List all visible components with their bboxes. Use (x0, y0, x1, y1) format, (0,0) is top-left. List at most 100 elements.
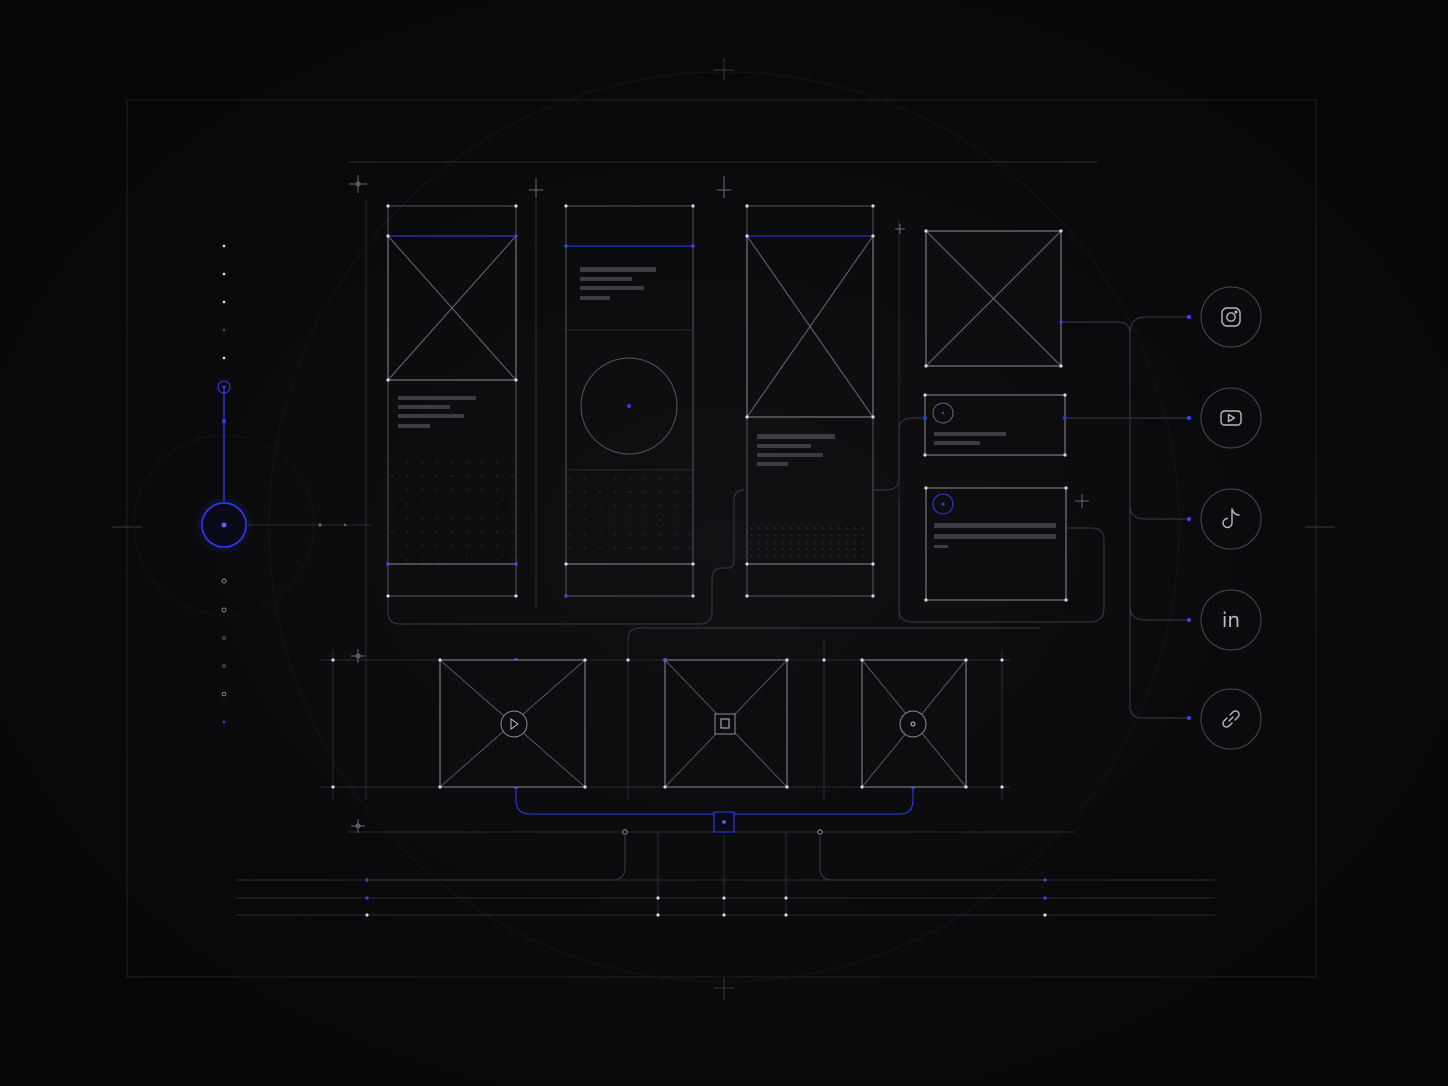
node-dot (583, 658, 587, 662)
grid-dot (451, 559, 453, 561)
icon-ring (1200, 488, 1262, 550)
grid-dot (569, 491, 571, 493)
grid-dot (614, 547, 616, 549)
grid-dot (421, 545, 423, 547)
social-icons: in (1200, 286, 1262, 750)
grid-dot (481, 545, 483, 547)
grid-dot (481, 531, 483, 533)
grid-dot (830, 555, 832, 557)
icon-ring (1200, 589, 1262, 651)
node-dot (626, 658, 630, 662)
node-dot (1043, 913, 1047, 917)
grid-dot (569, 533, 571, 535)
grid-dot (862, 548, 864, 550)
grid-dot (674, 533, 676, 535)
grid-dot (451, 545, 453, 547)
grid-dot (659, 533, 661, 535)
grid-dot (496, 545, 498, 547)
grid-dot (854, 534, 856, 536)
grid-dot (466, 531, 468, 533)
grid-dot (511, 531, 513, 533)
node-dot (964, 785, 968, 789)
grid-dot (830, 527, 832, 529)
dot-icon (221, 522, 227, 528)
grid-dot (758, 527, 760, 529)
grid-dot (659, 505, 661, 507)
grid-dot (822, 548, 824, 550)
grid-dot (614, 533, 616, 535)
grid-dot (496, 517, 498, 519)
grid-dot (806, 541, 808, 543)
grid-dot (481, 503, 483, 505)
grid-dot (599, 533, 601, 535)
node-dot (785, 785, 789, 789)
grid-dot (466, 489, 468, 491)
grid-dot (846, 555, 848, 557)
tiktok-button[interactable] (1200, 488, 1262, 550)
grid-dot (846, 534, 848, 536)
node-dot (745, 594, 749, 598)
mobile-screen-2 (565, 205, 694, 597)
link-button[interactable] (1200, 688, 1262, 750)
node-dot (822, 658, 826, 662)
grid-dot (659, 547, 661, 549)
grid-dot (436, 559, 438, 561)
grid-dot (391, 489, 393, 491)
youtube-button[interactable] (1200, 387, 1262, 449)
instagram-button[interactable] (1200, 286, 1262, 348)
grid-dot (750, 527, 752, 529)
grid-dot (496, 503, 498, 505)
grid-dot (782, 534, 784, 536)
grid-dot (569, 547, 571, 549)
grid-dot (750, 555, 752, 557)
node-dot (745, 204, 749, 208)
image-icon (720, 718, 730, 729)
grid-dot (644, 547, 646, 549)
node-dot (331, 785, 335, 789)
grid-dot (838, 541, 840, 543)
grid-dot (758, 555, 760, 557)
grid-dot (674, 519, 676, 521)
square-image-card (925, 230, 1062, 367)
node-dot (745, 415, 749, 419)
grid-dot (451, 475, 453, 477)
grid-dot (391, 461, 393, 463)
grid-dot (766, 534, 768, 536)
grid-dot (790, 548, 792, 550)
node-dot (656, 913, 660, 917)
grid-dot (614, 477, 616, 479)
grid-dot (644, 491, 646, 493)
grid-dot (391, 545, 393, 547)
grid-dot (830, 534, 832, 536)
node-dot (583, 785, 587, 789)
grid-dot (629, 477, 631, 479)
grid-dot (614, 491, 616, 493)
node-dot (924, 364, 928, 368)
node-dot (1063, 393, 1067, 397)
grid-dot (782, 555, 784, 557)
node-dot (1000, 658, 1004, 662)
grid-dot (511, 517, 513, 519)
grid-dot (406, 559, 408, 561)
linkedin-button[interactable]: in (1200, 589, 1262, 651)
grid-dot (406, 531, 408, 533)
node-dot (386, 378, 390, 382)
node-dot (514, 594, 518, 598)
grid-nodes (331, 204, 1068, 917)
grid-dot (569, 519, 571, 521)
node-dot (656, 896, 660, 900)
grid-dot (790, 555, 792, 557)
grid-dot (406, 545, 408, 547)
grid-dot (629, 505, 631, 507)
grid-dot (406, 503, 408, 505)
grid-dot (854, 527, 856, 529)
grid-dot (584, 533, 586, 535)
node-dot (1059, 229, 1063, 233)
grid-dot (798, 541, 800, 543)
grid-dot (466, 461, 468, 463)
grid-dot (584, 505, 586, 507)
grid-dot (451, 489, 453, 491)
node-dot (1064, 486, 1068, 490)
linkedin-icon: in (1222, 608, 1240, 632)
